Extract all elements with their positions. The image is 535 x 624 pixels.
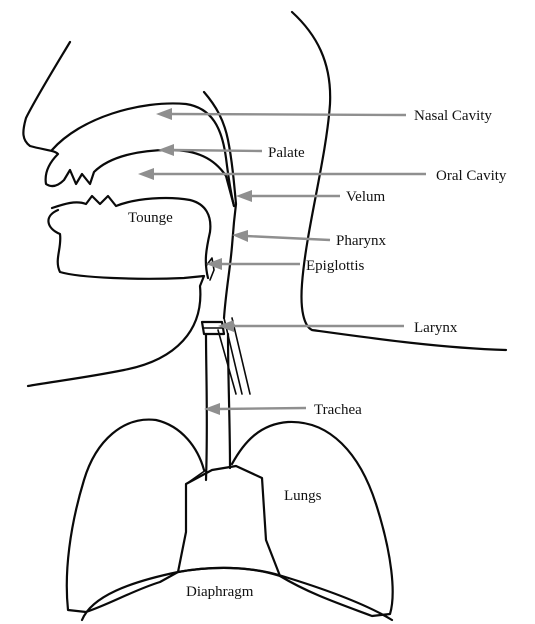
label-oral-cavity: Oral Cavity [436,168,507,184]
face-upper-outline [23,42,234,206]
arrow-velum [236,190,340,202]
label-velum: Velum [346,189,385,205]
label-palate: Palate [268,145,305,161]
pharynx-wall-outline [204,92,236,318]
label-larynx: Larynx [414,320,458,336]
arrow-nasal-cavity [156,108,406,120]
arrow-trachea [204,403,306,415]
label-pharynx: Pharynx [336,233,386,249]
arrow-palate [158,144,262,156]
label-nasal-cavity: Nasal Cavity [414,108,492,124]
label-tongue: Tounge [128,210,173,226]
nasal-cavity-outline [52,103,234,206]
tongue-outline [52,196,210,278]
label-lungs: Lungs [284,488,322,504]
heart-outline [178,466,280,576]
arrow-pharynx [232,230,330,242]
right-lung-outline [232,422,393,616]
label-trachea: Trachea [314,402,362,418]
arrow-oral-cavity [138,168,426,180]
label-epiglottis: Epiglottis [306,258,365,274]
label-diaphragm: Diaphragm [186,584,254,600]
arrow-epiglottis [206,258,300,270]
chin-jaw-outline [28,210,204,386]
